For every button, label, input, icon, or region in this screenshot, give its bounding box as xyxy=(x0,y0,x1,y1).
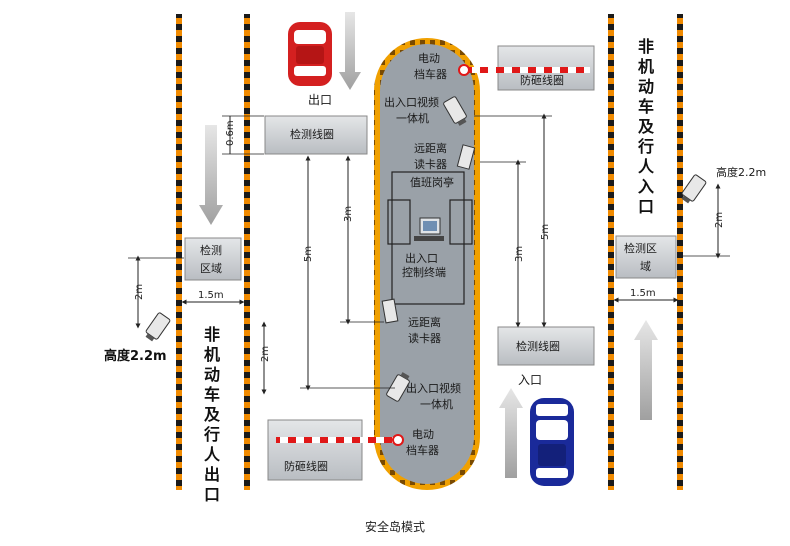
camera-icon xyxy=(145,312,171,342)
dim-2m-center: 2m xyxy=(260,346,271,362)
arrow-up-right-icon xyxy=(634,320,658,420)
lane-line-3 xyxy=(608,14,614,490)
left-side-vertical-char: 动 xyxy=(204,365,220,384)
reader-bottom-icon xyxy=(381,298,399,324)
booth-label: 值班岗亭 xyxy=(410,175,454,189)
terminal-label-2: 控制终端 xyxy=(402,265,446,279)
lane-line-4 xyxy=(677,14,683,490)
direction-arrows xyxy=(199,12,658,478)
dim-5m-left: 5m xyxy=(303,246,314,262)
right-side-vertical-char: 车 xyxy=(638,97,654,116)
dim-5m-right: 5m xyxy=(540,224,551,240)
barrier-gates: 电动 档车器 电动 档车器 xyxy=(276,52,590,457)
detect-zone-left-line2: 区域 xyxy=(200,262,222,275)
barrier-bottom-line1: 电动 xyxy=(412,428,434,441)
detect-coil-top xyxy=(264,115,368,155)
terminal-label-1: 出入口 xyxy=(405,251,438,265)
lane-lines xyxy=(176,14,683,490)
detect-coil-top-label: 检测线圈 xyxy=(290,127,334,141)
camera-icon xyxy=(681,174,707,204)
left-side-vertical-char: 机 xyxy=(204,345,220,364)
detect-zone-right-line2: 域 xyxy=(640,260,651,273)
left-side-vertical-char: 非 xyxy=(204,325,220,344)
lane-line-2 xyxy=(244,14,250,490)
blue-car-icon xyxy=(530,398,574,486)
anti-tailgate-coil-bottom xyxy=(267,419,363,481)
diagram-caption: 安全岛模式 xyxy=(364,520,425,534)
detect-coil-bottom xyxy=(497,326,595,366)
reader-bottom-line2: 读卡器 xyxy=(408,331,441,345)
lane-line-1 xyxy=(176,14,182,490)
computer-terminal-icon xyxy=(414,217,444,241)
exit-label: 出口 xyxy=(308,93,332,107)
video-bottom-line1: 出入口视频 xyxy=(406,381,461,395)
detect-zone-right-line1: 检测区 xyxy=(624,241,657,255)
height-left: 高度2.2m xyxy=(104,348,167,364)
dim-2m-right: 2m xyxy=(714,212,725,228)
camera-icon xyxy=(443,96,467,126)
reader-top-line2: 读卡器 xyxy=(414,157,447,171)
left-side-vertical-char: 行 xyxy=(203,425,220,444)
anti-tailgate-top-label: 防砸线圈 xyxy=(520,73,564,87)
reader-top-line1: 远距离 xyxy=(414,141,447,155)
detect-zone-left-line1: 检测 xyxy=(200,243,222,257)
arrow-up-bottom-icon xyxy=(499,388,523,478)
arrow-down-top-icon xyxy=(339,12,361,90)
barrier-arm-bottom xyxy=(276,437,398,443)
barrier-top-line2: 档车器 xyxy=(414,67,447,81)
dim-0-6m: 0.6m xyxy=(225,120,236,146)
red-car-icon xyxy=(288,22,332,86)
dim-1-5m-right: 1.5m xyxy=(630,288,656,299)
dim-3m-left: 3m xyxy=(343,206,354,222)
camera-icon xyxy=(386,372,410,402)
right-side-vertical-char: 口 xyxy=(638,197,654,216)
right-side-vertical-char: 入 xyxy=(638,177,654,196)
dim-1-5m-left: 1.5m xyxy=(198,290,224,301)
devices: 出入口视频 一体机 远距离 读卡器 远距离 读卡器 出入口视频 一体机 xyxy=(145,95,707,411)
video-bottom-line2: 一体机 xyxy=(420,397,453,411)
dim-3m-right: 3m xyxy=(514,246,525,262)
anti-tailgate-bottom-label: 防砸线圈 xyxy=(284,459,328,473)
barrier-bottom-line2: 档车器 xyxy=(406,443,439,457)
barrier-top-line1: 电动 xyxy=(418,52,440,65)
right-side-vertical-char: 行 xyxy=(637,137,654,156)
right-side-vertical-char: 非 xyxy=(638,37,654,56)
duty-booth: 值班岗亭 出入口 控制终端 xyxy=(387,171,473,305)
right-side-vertical-char: 及 xyxy=(638,117,655,136)
entrance-label: 入口 xyxy=(518,373,542,387)
detect-coil-bottom-label: 检测线圈 xyxy=(516,339,560,353)
barrier-arm-top xyxy=(462,67,590,73)
right-side-vertical-char: 机 xyxy=(638,57,654,76)
video-top-line2: 一体机 xyxy=(396,111,429,125)
arrow-down-left-icon xyxy=(199,125,223,225)
reader-top-icon xyxy=(456,144,476,170)
detect-zone-right xyxy=(615,235,677,279)
dim-2m-left: 2m xyxy=(134,284,145,300)
dimensions: 5m 3m 5m 3m 2m 0.6m 2m 2m 1.5m 1.5m xyxy=(128,113,730,395)
right-side-vertical-char: 人 xyxy=(638,157,655,176)
left-side-vertical-char: 出 xyxy=(204,465,220,484)
left-side-vertical-char: 口 xyxy=(204,485,220,504)
right-side-vertical-char: 动 xyxy=(638,77,654,96)
left-side-vertical-char: 人 xyxy=(204,445,221,464)
detect-zone-left xyxy=(184,237,242,281)
left-side-vertical-char: 车 xyxy=(204,385,220,404)
left-side-vertical-char: 及 xyxy=(204,405,221,424)
video-top-line1: 出入口视频 xyxy=(384,95,439,109)
height-right: 高度2.2m xyxy=(716,165,766,179)
reader-bottom-line1: 远距离 xyxy=(408,315,441,329)
